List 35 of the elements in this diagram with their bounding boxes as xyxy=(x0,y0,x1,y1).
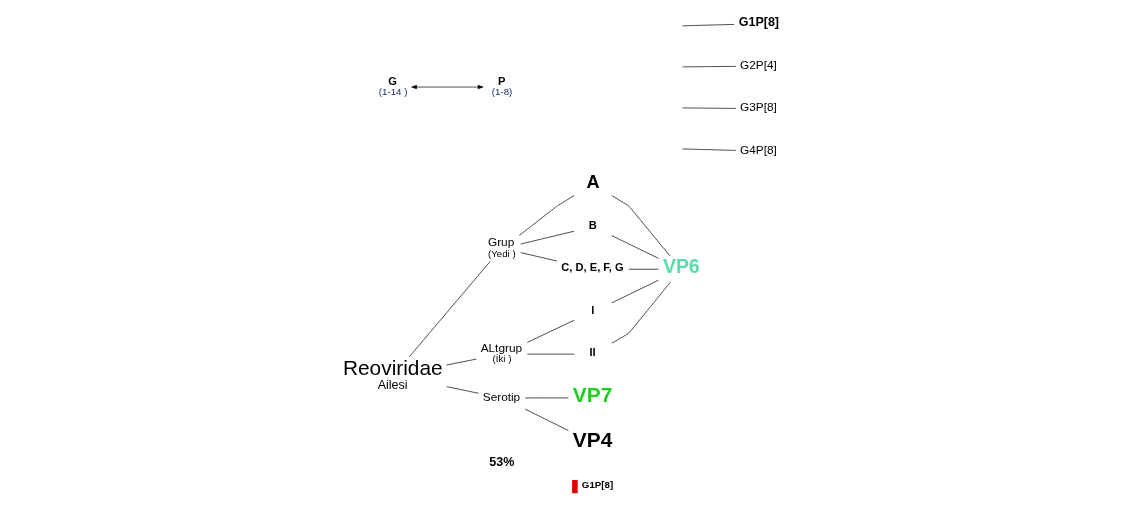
connector xyxy=(611,195,670,257)
node-text: G2P[4] xyxy=(739,58,777,73)
node-text: VP4 xyxy=(572,427,612,451)
connector xyxy=(445,386,479,394)
node-text: G1P[8] xyxy=(738,15,779,30)
legend-label: G1P[8] xyxy=(581,479,613,491)
connector xyxy=(526,319,574,343)
connector xyxy=(681,148,736,151)
connector xyxy=(681,24,735,27)
node-text: B xyxy=(588,218,597,231)
node-text: VP7 xyxy=(572,383,612,407)
node-text: I xyxy=(590,303,594,316)
connector xyxy=(681,66,736,68)
connector xyxy=(445,358,477,366)
connector xyxy=(610,235,659,259)
node-text: Serotip xyxy=(482,389,520,404)
node-text: ALtgrup (İki ) xyxy=(480,341,522,365)
node-text: C, D, E, F, G xyxy=(560,261,624,274)
arrow xyxy=(410,85,483,90)
node-text: G4P[8] xyxy=(739,142,777,157)
connector xyxy=(519,230,574,245)
connector xyxy=(610,279,659,304)
node-text: Grup (Yedi ) xyxy=(487,235,516,259)
node-text: A xyxy=(585,172,599,193)
connector xyxy=(408,261,490,358)
node-text: G (1-14 ) xyxy=(378,74,407,97)
connector xyxy=(518,195,574,236)
node-text: G3P[8] xyxy=(739,100,777,115)
node-text: P (1-8) xyxy=(491,74,512,97)
connector xyxy=(519,252,557,262)
node-text: II xyxy=(589,346,596,359)
label: 53% xyxy=(488,454,514,469)
node-text: VP6 xyxy=(662,255,700,278)
connector xyxy=(611,281,671,344)
node-text: Reoviridae Ailesi xyxy=(342,355,443,393)
